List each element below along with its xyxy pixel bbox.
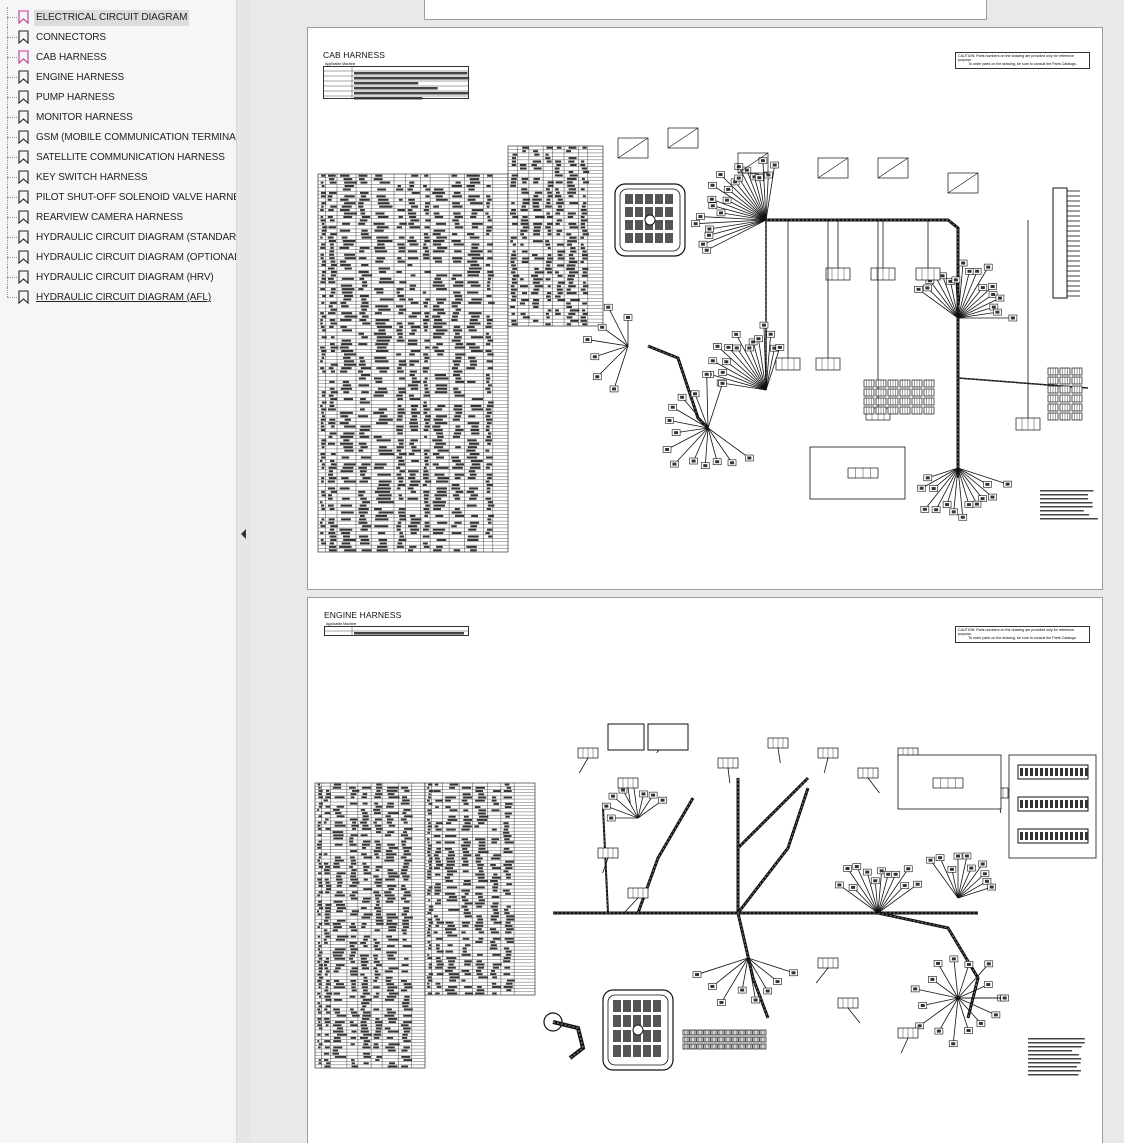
bookmark-icon — [18, 210, 29, 224]
chevron-left-icon — [241, 529, 246, 539]
tree-connector — [7, 7, 17, 27]
bookmark-label: PUMP HARNESS — [36, 92, 115, 103]
tree-connector — [7, 187, 17, 207]
bookmark-label: MONITOR HARNESS — [36, 112, 133, 123]
bookmark-label: HYDRAULIC CIRCUIT DIAGRAM (AFL) — [36, 292, 212, 303]
bookmark-label: HYDRAULIC CIRCUIT DIAGRAM (OPTIONAL) — [36, 252, 236, 263]
collapse-sidebar-button[interactable] — [236, 0, 250, 1143]
caution-note: CAUTION: Parts numbers on the drawing ar… — [955, 626, 1090, 643]
bookmark-label: PILOT SHUT-OFF SOLENOID VALVE HARNESS — [36, 192, 236, 203]
tree-connector — [7, 247, 17, 267]
bookmark-item[interactable]: ENGINE HARNESS — [0, 67, 236, 87]
tree-connector — [7, 87, 17, 107]
document-view[interactable]: CAB HARNESS Applicable Machine CAUTION: … — [250, 0, 1124, 1143]
bookmark-label: HYDRAULIC CIRCUIT DIAGRAM (HRV) — [36, 272, 214, 283]
page-previous — [424, 0, 987, 20]
tree-connector — [7, 167, 17, 187]
bookmark-icon — [18, 150, 29, 164]
page-title: ENGINE HARNESS — [324, 610, 402, 620]
bookmark-icon — [18, 190, 29, 204]
cab-harness-drawing — [317, 66, 1098, 553]
bookmark-icon — [18, 230, 29, 244]
bookmark-item[interactable]: KEY SWITCH HARNESS — [0, 167, 236, 187]
bookmark-icon — [18, 90, 29, 104]
caution-line-1: CAUTION: Parts numbers on the drawing ar… — [958, 54, 1075, 63]
bookmark-label: GSM (MOBILE COMMUNICATION TERMINAL) HAR — [36, 132, 236, 143]
bookmark-label: ELECTRICAL CIRCUIT DIAGRAM — [34, 10, 190, 26]
bookmark-icon — [18, 250, 29, 264]
engine-harness-drawing — [314, 626, 1097, 1076]
caution-line-2: To order parts on the drawing, be sure t… — [968, 636, 1077, 641]
tree-connector — [7, 207, 17, 227]
tree-connector — [7, 267, 17, 287]
tree-connector — [7, 67, 17, 87]
bookmark-item[interactable]: HYDRAULIC CIRCUIT DIAGRAM (HRV) — [0, 267, 236, 287]
bookmarks-panel: ELECTRICAL CIRCUIT DIAGRAM CONNECTORS CAB … — [0, 0, 236, 1143]
bookmark-item[interactable]: HYDRAULIC CIRCUIT DIAGRAM (OPTIONAL) — [0, 247, 236, 267]
bookmark-list: ELECTRICAL CIRCUIT DIAGRAM CONNECTORS CAB … — [0, 7, 236, 307]
bookmark-item[interactable]: REARVIEW CAMERA HARNESS — [0, 207, 236, 227]
tree-connector — [7, 47, 17, 67]
bookmark-pink-icon — [18, 10, 29, 24]
bookmark-label: HYDRAULIC CIRCUIT DIAGRAM (STANDARD) — [36, 232, 236, 243]
caution-line-1: CAUTION: Parts numbers on the drawing ar… — [958, 628, 1075, 637]
bookmark-item[interactable]: SATELLITE COMMUNICATION HARNESS — [0, 147, 236, 167]
page-title: CAB HARNESS — [323, 50, 386, 60]
tree-connector — [7, 227, 17, 247]
caution-line-2: To order parts on the drawing, be sure t… — [968, 62, 1077, 67]
bookmark-icon — [18, 270, 29, 284]
bookmark-label: KEY SWITCH HARNESS — [36, 172, 148, 183]
bookmark-item[interactable]: HYDRAULIC CIRCUIT DIAGRAM (AFL) — [0, 287, 236, 307]
bookmark-item[interactable]: ELECTRICAL CIRCUIT DIAGRAM — [0, 7, 236, 27]
bookmark-icon — [18, 30, 29, 44]
applicability-table: Applicable Machine — [323, 62, 469, 99]
bookmark-item[interactable]: GSM (MOBILE COMMUNICATION TERMINAL) HAR — [0, 127, 236, 147]
bookmark-label: CAB HARNESS — [36, 52, 107, 63]
bookmark-icon — [18, 110, 29, 124]
bookmark-item[interactable]: PILOT SHUT-OFF SOLENOID VALVE HARNESS — [0, 187, 236, 207]
bookmark-label: REARVIEW CAMERA HARNESS — [36, 212, 183, 223]
tree-connector — [7, 107, 17, 127]
tree-connector — [7, 27, 17, 47]
applicability-table: Applicable Machine — [324, 622, 469, 636]
bookmark-pink-icon — [18, 50, 29, 64]
page-engine-harness: ENGINE HARNESS Applicable Machine CAUTIO… — [307, 597, 1103, 1143]
bookmark-label: SATELLITE COMMUNICATION HARNESS — [36, 152, 225, 163]
bookmark-label: ENGINE HARNESS — [36, 72, 125, 83]
applicability-label: Applicable Machine — [325, 62, 356, 66]
bookmark-icon — [18, 130, 29, 144]
applicability-label: Applicable Machine — [326, 622, 357, 626]
caution-note: CAUTION: Parts numbers on the drawing ar… — [955, 52, 1090, 69]
page-cab-harness: CAB HARNESS Applicable Machine CAUTION: … — [307, 27, 1103, 590]
bookmark-item[interactable]: HYDRAULIC CIRCUIT DIAGRAM (STANDARD) — [0, 227, 236, 247]
bookmark-item[interactable]: CONNECTORS — [0, 27, 236, 47]
bookmark-item[interactable]: CAB HARNESS — [0, 47, 236, 67]
bookmark-label: CONNECTORS — [36, 32, 106, 43]
bookmark-item[interactable]: MONITOR HARNESS — [0, 107, 236, 127]
bookmark-item[interactable]: PUMP HARNESS — [0, 87, 236, 107]
bookmark-icon — [18, 290, 29, 304]
bookmark-icon — [18, 70, 29, 84]
bookmark-icon — [18, 170, 29, 184]
tree-connector — [7, 127, 17, 147]
tree-connector — [7, 287, 17, 307]
tree-connector — [7, 147, 17, 167]
